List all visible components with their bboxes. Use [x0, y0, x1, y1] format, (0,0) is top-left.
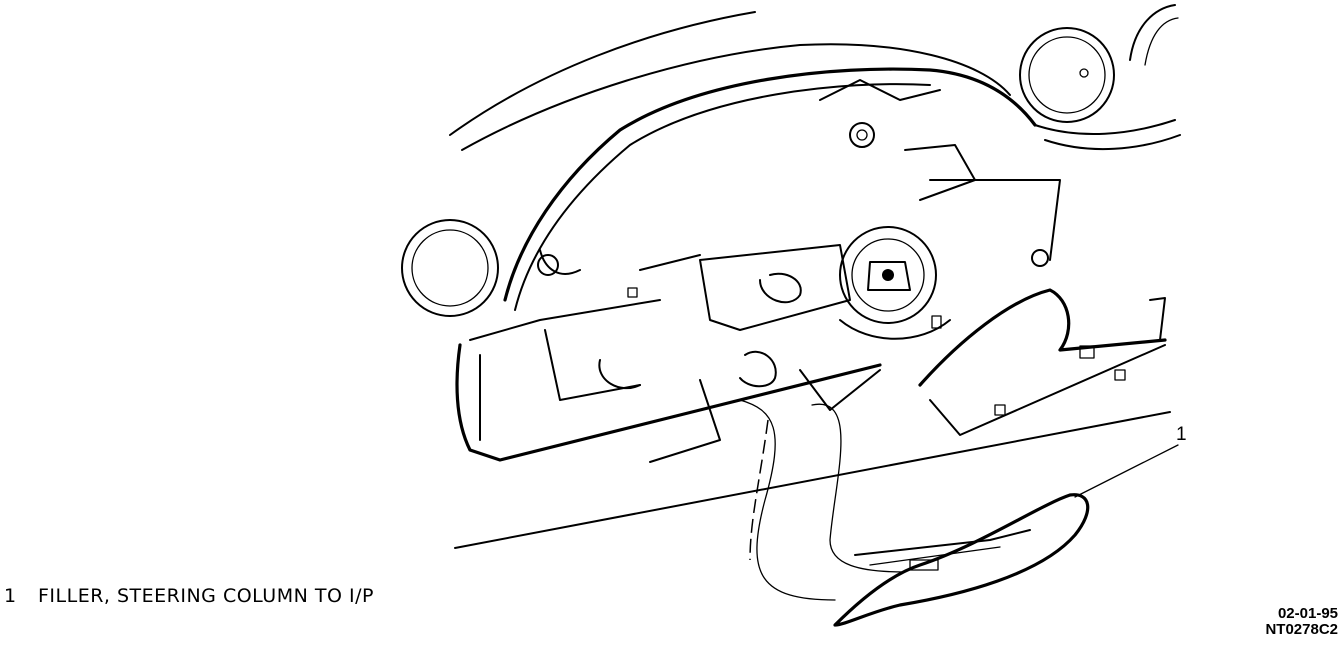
round-vent-left: [401, 219, 499, 317]
dash-pad-outline: [449, 11, 1181, 311]
figure-code: NT0278C2: [1265, 621, 1338, 638]
steering-column-filler: [833, 493, 1090, 627]
callout-leader-line: [1074, 444, 1179, 498]
legend-item-number: 1: [4, 585, 17, 607]
gauge-bezel-right: [1019, 4, 1179, 123]
callout-number: 1: [1176, 424, 1187, 445]
figure-reference: 02-01-95 NT0278C2: [1265, 606, 1338, 638]
wire-harness: [739, 399, 906, 601]
figure-date: 02-01-95: [1277, 605, 1338, 622]
steering-column-assembly: [537, 79, 1061, 463]
legend-item-label: FILLER, STEERING COLUMN TO I/P: [38, 585, 374, 607]
legend-item: 1 FILLER, STEERING COLUMN TO I/P: [4, 585, 374, 607]
lower-panel-body: [454, 288, 1171, 549]
